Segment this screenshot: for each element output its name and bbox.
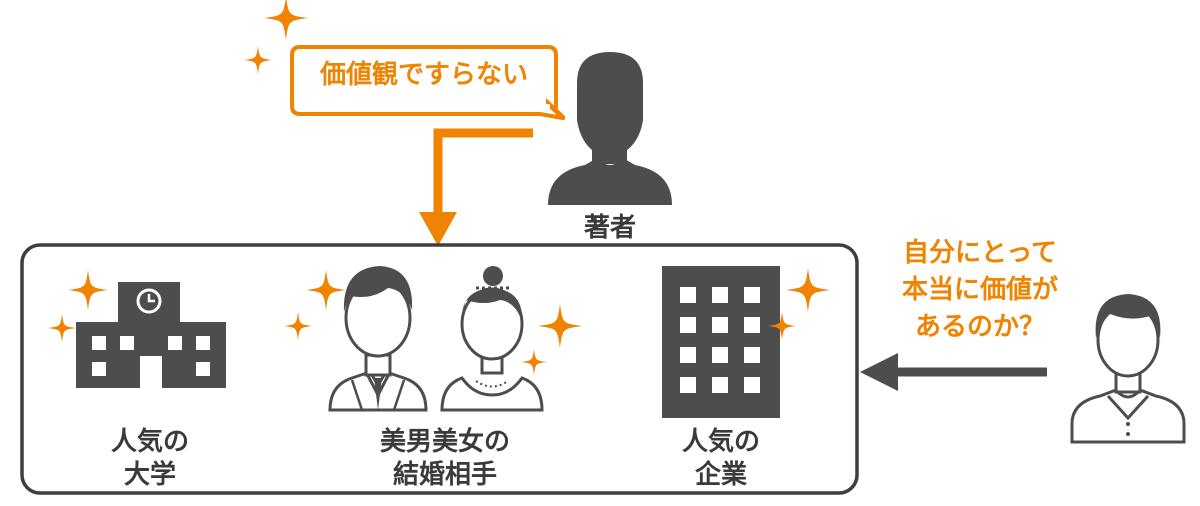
author-arrow bbox=[433, 128, 533, 216]
sparkle-icon bbox=[48, 314, 76, 342]
spouse-label-line2: 結婚相手 bbox=[392, 460, 497, 490]
sparkle-icon bbox=[264, 0, 308, 40]
spouse-label-line1: 美男美女の bbox=[379, 427, 510, 457]
arrow-head-icon bbox=[419, 212, 457, 246]
sparkle-icon bbox=[284, 312, 312, 340]
author-label: 著者 bbox=[583, 213, 636, 243]
speech-bubble-text: 価値観ですらない bbox=[319, 60, 528, 90]
sparkle-icon bbox=[68, 270, 108, 310]
university-building-icon bbox=[76, 282, 226, 388]
question-line1: 自分にとって bbox=[903, 238, 1057, 268]
question-text: 自分にとって 本当に価値が あるのか？ bbox=[880, 235, 1080, 346]
company-label-line2: 企業 bbox=[694, 460, 747, 490]
sparkle-icon bbox=[786, 268, 830, 312]
question-line3: あるのか？ bbox=[914, 312, 1045, 342]
company-label: 人気の 企業 bbox=[641, 426, 801, 492]
spouse-label: 美男美女の 結婚相手 bbox=[345, 426, 545, 492]
university-label-line2: 大学 bbox=[123, 460, 176, 490]
arrow-head-icon bbox=[860, 353, 898, 391]
social-values-box bbox=[20, 243, 859, 495]
sparkle-icon bbox=[244, 46, 272, 74]
question-line2: 本当に価値が bbox=[901, 275, 1058, 305]
sparkle-icon bbox=[306, 270, 346, 310]
company-label-line1: 人気の bbox=[681, 427, 760, 457]
company-building-icon bbox=[662, 266, 780, 418]
groom-icon bbox=[328, 266, 428, 412]
bride-icon bbox=[440, 266, 544, 412]
sparkle-icon bbox=[521, 349, 547, 375]
author-silhouette-icon bbox=[548, 52, 672, 205]
university-label-line1: 人気の bbox=[110, 427, 189, 457]
self-person-icon bbox=[1070, 294, 1186, 444]
university-label: 人気の 大学 bbox=[70, 426, 230, 492]
sparkle-icon bbox=[538, 304, 582, 348]
